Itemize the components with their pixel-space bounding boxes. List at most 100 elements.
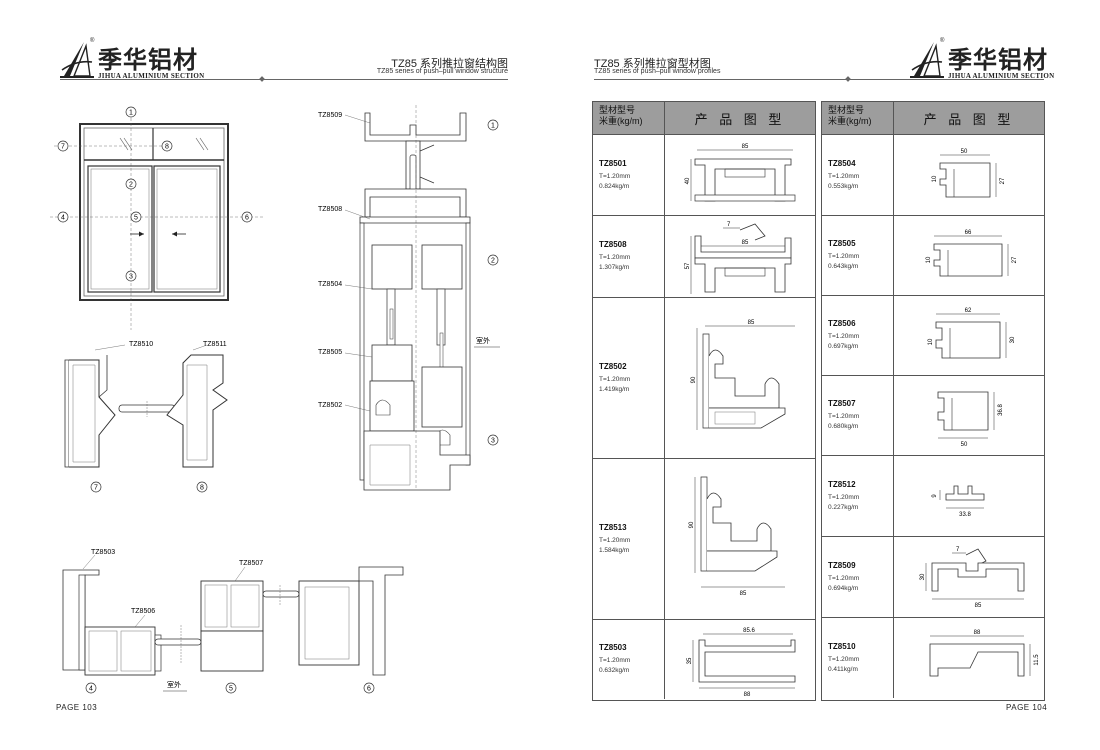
profile-thickness: T=1.20mm xyxy=(828,413,860,420)
svg-text:8: 8 xyxy=(200,485,204,492)
left-page-subtitle: TZ85 series of push–pull window structur… xyxy=(376,68,508,75)
svg-text:85: 85 xyxy=(975,603,982,609)
svg-text:27: 27 xyxy=(1000,177,1006,184)
profile-weight: 0.643kg/m xyxy=(828,263,859,270)
svg-text:30: 30 xyxy=(920,573,926,580)
profile-thickness: T=1.20mm xyxy=(599,657,631,664)
svg-text:3: 3 xyxy=(129,274,133,281)
profile-weight: 0.553kg/m xyxy=(828,182,859,190)
profile-code: TZ8501 xyxy=(599,158,627,168)
profile-thickness: T=1.20mm xyxy=(828,253,860,260)
svg-text:85: 85 xyxy=(742,144,749,150)
label-tz8504: TZ8504 xyxy=(318,281,342,288)
profile-drawing-tz8509: 7 30 85 xyxy=(920,547,1025,609)
svg-text:85: 85 xyxy=(740,591,747,597)
section-marker-3: 3 xyxy=(487,434,499,446)
profile-code: TZ8505 xyxy=(828,239,856,248)
section-7-8-diagram: TZ8510 TZ8511 7 8 xyxy=(64,341,228,493)
svg-text:57: 57 xyxy=(685,262,691,269)
profile-thickness: T=1.20mm xyxy=(599,254,631,261)
svg-text:85: 85 xyxy=(742,240,749,246)
registered-mark: ® xyxy=(940,38,945,44)
header-model: 型材型号 xyxy=(828,105,865,115)
section-marker-4: 4 xyxy=(85,682,97,694)
svg-text:4: 4 xyxy=(61,215,65,222)
svg-text:88: 88 xyxy=(744,692,751,698)
left-page-number: PAGE 103 xyxy=(56,703,98,712)
svg-text:85: 85 xyxy=(748,320,755,326)
svg-text:27: 27 xyxy=(1012,256,1018,263)
table-row: TZ8503 T=1.20mm 0.632kg/m 85.6 35 88 xyxy=(593,620,815,699)
elevation-marker-7: 7 xyxy=(57,140,69,152)
profile-code: TZ8506 xyxy=(828,319,856,328)
label-tz8510: TZ8510 xyxy=(129,341,153,348)
profile-drawing-tz8507: 36.8 50 xyxy=(937,391,1004,448)
header-product-drawing: 产 品 图 型 xyxy=(923,111,1015,127)
svg-text:3: 3 xyxy=(491,438,495,445)
profile-drawing-tz8502: 85 90 xyxy=(691,320,795,430)
profile-weight: 0.680kg/m xyxy=(828,423,859,430)
horizontal-section-diagram: TZ8503 TZ8506 TZ8507 室外 4 5 6 xyxy=(62,549,404,694)
profile-drawing-tz8504: 50 10 27 xyxy=(932,149,1006,198)
brand-name-en: JIHUA ALUMINIUM SECTION xyxy=(948,72,1055,80)
svg-text:66: 66 xyxy=(965,230,972,236)
profile-thickness: T=1.20mm xyxy=(828,172,860,180)
elevation-marker-5: 5 xyxy=(130,211,142,223)
svg-text:30: 30 xyxy=(1010,336,1016,343)
svg-text:5: 5 xyxy=(229,686,233,693)
label-tz8509: TZ8509 xyxy=(318,112,342,119)
profile-weight: 0.632kg/m xyxy=(599,667,630,674)
profile-weight: 1.584kg/m xyxy=(599,546,630,554)
svg-text:2: 2 xyxy=(491,258,495,265)
profile-code: TZ8509 xyxy=(828,560,856,570)
label-tz8502: TZ8502 xyxy=(318,402,342,409)
right-header-rule xyxy=(594,79,1044,80)
section-marker-8: 8 xyxy=(196,481,208,493)
profile-weight: 1.419kg/m xyxy=(599,385,630,393)
svg-text:7: 7 xyxy=(94,485,98,492)
table-row: TZ8505 T=1.20mm 0.643kg/m 66 10 27 xyxy=(822,216,1044,296)
profile-weight: 1.307kg/m xyxy=(599,264,630,271)
section-marker-5: 5 xyxy=(225,682,237,694)
svg-text:2: 2 xyxy=(129,182,133,189)
table-header: 型材型号 米重(kg/m) 产 品 图 型 xyxy=(593,102,815,135)
profile-thickness: T=1.20mm xyxy=(828,574,860,582)
section-marker-6: 6 xyxy=(363,682,375,694)
svg-text:35: 35 xyxy=(687,657,693,664)
header-weight: 米重(kg/m) xyxy=(828,116,872,126)
svg-text:7: 7 xyxy=(956,547,960,553)
brand-name-en: JIHUA ALUMINIUM SECTION xyxy=(98,72,205,80)
elevation-marker-8: 8 xyxy=(161,140,173,152)
table-row: TZ8508 T=1.20mm 1.307kg/m 7 85 57 xyxy=(593,216,815,298)
brand-name-cn: 季华铝材 xyxy=(948,46,1048,74)
profile-thickness: T=1.20mm xyxy=(828,333,860,340)
brand-mark-icon xyxy=(60,42,94,78)
profile-code: TZ8508 xyxy=(599,240,627,249)
profile-thickness: T=1.20mm xyxy=(599,172,631,180)
table-header: 型材型号 米重(kg/m) 产 品 图 型 xyxy=(822,102,1044,135)
table-row: TZ8501 T=1.20mm 0.824kg/m 85 40 xyxy=(593,135,815,216)
table-row: TZ8506 T=1.20mm 0.697kg/m 62 10 30 xyxy=(822,296,1044,376)
right-page-number: PAGE 104 xyxy=(1006,703,1048,712)
profile-table-right: 型材型号 米重(kg/m) 产 品 图 型 TZ8504 T=1.20mm 0.… xyxy=(821,101,1045,701)
profile-code: TZ8503 xyxy=(599,643,627,652)
label-tz8507: TZ8507 xyxy=(239,560,263,567)
profile-weight: 0.227kg/m xyxy=(828,503,859,511)
brand-mark-icon xyxy=(910,42,944,78)
profile-weight: 0.824kg/m xyxy=(599,182,630,190)
table-row: TZ8502 T=1.20mm 1.419kg/m 85 90 xyxy=(593,298,815,459)
label-tz8506: TZ8506 xyxy=(131,608,155,615)
header-product-drawing: 产 品 图 型 xyxy=(694,111,786,127)
profile-code: TZ8513 xyxy=(599,522,627,532)
svg-text:40: 40 xyxy=(685,177,691,184)
vertical-section-diagram: TZ8509 TZ8508 TZ8504 TZ8505 TZ8502 室外 1 … xyxy=(318,105,500,491)
section-marker-2: 2 xyxy=(487,254,499,266)
svg-text:9: 9 xyxy=(932,494,938,498)
header-weight: 米重(kg/m) xyxy=(599,116,643,126)
left-page: 季华铝材 JIHUA ALUMINIUM SECTION ® TZ85 系列推拉… xyxy=(50,38,508,712)
left-header-diamond-icon xyxy=(259,76,265,82)
table-row: TZ8507 T=1.20mm 0.680kg/m 36.8 50 xyxy=(822,376,1044,456)
profile-thickness: T=1.20mm xyxy=(828,493,860,501)
outside-label: 室外 xyxy=(476,336,490,345)
svg-text:88: 88 xyxy=(974,630,981,636)
